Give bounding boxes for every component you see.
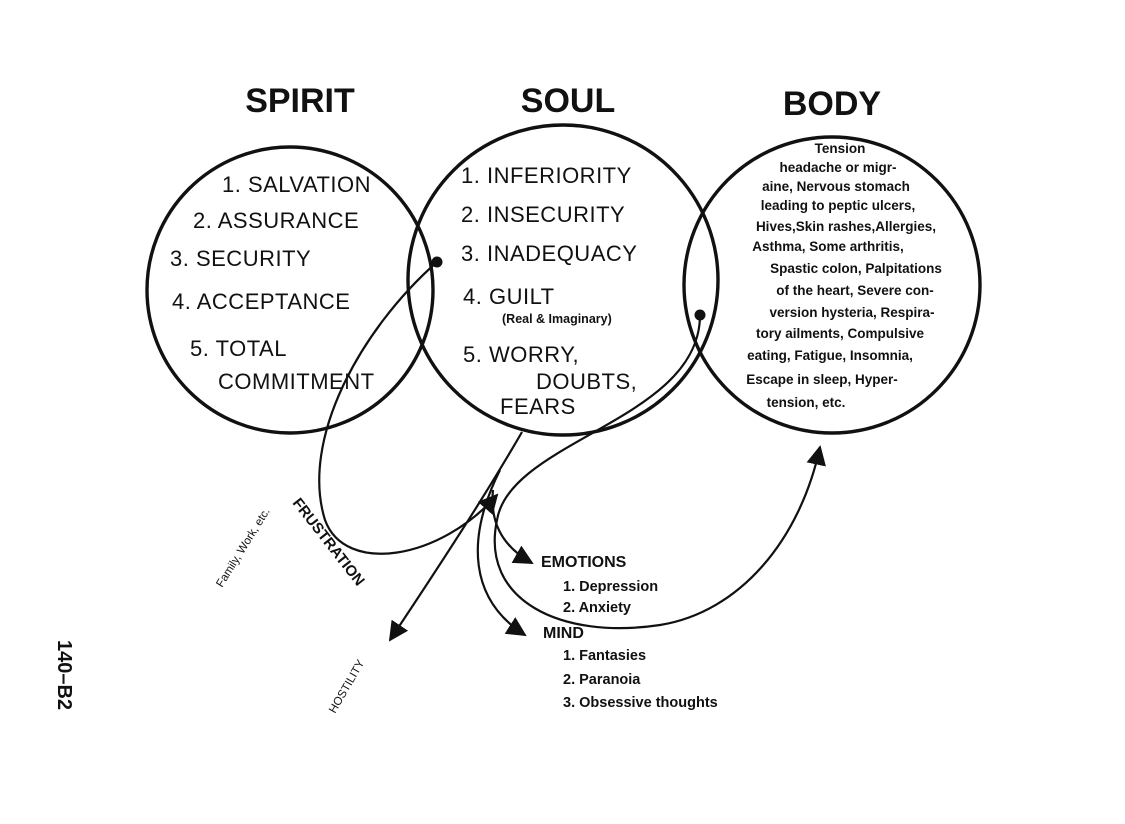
spirit-item-3: 3. SECURITY — [170, 246, 311, 271]
soul-to-mind-curve — [476, 469, 527, 637]
mind-item-3: 3. Obsessive thoughts — [563, 695, 718, 711]
soul-to-hostility-line — [388, 431, 523, 642]
spirit-circle — [145, 145, 435, 435]
body-line-3: aine, Nervous stomach — [762, 179, 910, 194]
body-line-13: tension, etc. — [767, 395, 846, 410]
body-line-4: leading to peptic ulcers, — [761, 198, 916, 213]
soul-item-1: 1. INFERIORITY — [461, 163, 632, 188]
soul-to-emotions-curve — [491, 489, 534, 564]
body-line-9: version hysteria, Respira- — [769, 305, 934, 320]
body-line-6: Asthma, Some arthritis, — [752, 239, 904, 254]
hostility-label: HOSTILITY — [327, 658, 367, 716]
frustration-loop-curve — [318, 261, 499, 555]
spirit-item-1: 1. SALVATION — [222, 172, 371, 197]
body-heading: BODY — [783, 85, 882, 123]
body-line-2: headache or migr- — [779, 160, 896, 175]
body-line-12: Escape in sleep, Hyper- — [746, 372, 898, 387]
soul-item-5-cont-1: DOUBTS, — [536, 369, 637, 394]
frustration-context-label: Family, Work, etc. — [214, 506, 272, 589]
body-line-5: Hives,Skin rashes,Allergies, — [756, 219, 936, 234]
soul-item-4-note: (Real & Imaginary) — [502, 312, 612, 326]
soul-item-2: 2. INSECURITY — [461, 202, 625, 227]
mind-label: MIND — [543, 625, 584, 642]
soul-item-3: 3. INADEQUACY — [461, 241, 637, 266]
spirit-item-5-cont: COMMITMENT — [218, 369, 375, 394]
spirit-item-4: 4. ACCEPTANCE — [172, 289, 350, 314]
spirit-heading: SPIRIT — [245, 82, 355, 120]
body-symptoms-text: Tension headache or migr- aine, Nervous … — [746, 141, 942, 410]
mind-item-1: 1. Fantasies — [563, 648, 646, 664]
body-line-8: of the heart, Severe con- — [776, 283, 934, 298]
body-circle — [682, 135, 982, 435]
soul-item-5: 5. WORRY, — [463, 342, 579, 367]
body-line-7: Spastic colon, Palpitations — [770, 261, 942, 276]
body-line-10: tory ailments, Compulsive — [756, 326, 925, 341]
soul-circle — [406, 123, 720, 437]
spirit-item-2: 2. ASSURANCE — [193, 208, 359, 233]
soul-heading: SOUL — [521, 82, 615, 120]
figure-code: 140–B2 — [53, 640, 75, 710]
mind-item-2: 2. Paranoia — [563, 672, 641, 688]
soul-item-4: 4. GUILT — [463, 284, 555, 309]
soul-item-5-cont-2: FEARS — [500, 394, 576, 419]
emotions-item-1: 1. Depression — [563, 579, 658, 595]
emotions-item-2: 2. Anxiety — [563, 600, 631, 616]
frustration-label: FRUSTRATION — [289, 495, 368, 589]
soul-body-feedback-curve — [493, 314, 826, 630]
emotions-label: EMOTIONS — [541, 554, 627, 571]
spirit-item-5: 5. TOTAL — [190, 336, 287, 361]
body-line-11: eating, Fatigue, Insomnia, — [747, 348, 913, 363]
body-line-1: Tension — [815, 141, 866, 156]
